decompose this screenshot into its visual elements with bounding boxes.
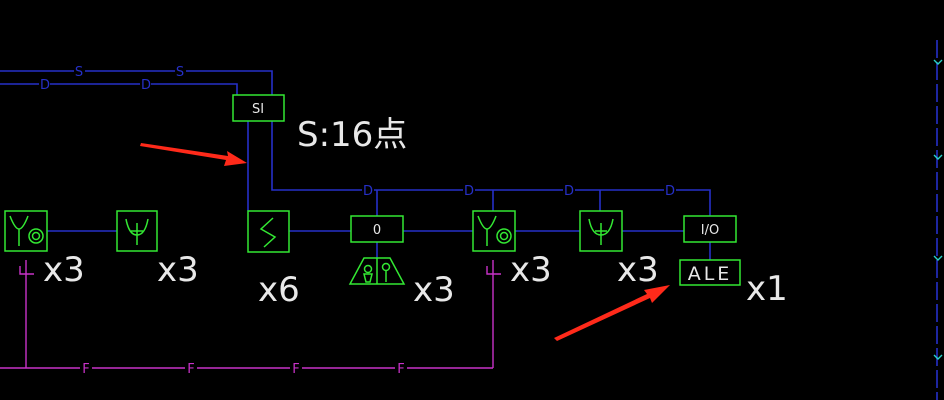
- devices: SI 0: [4, 94, 741, 286]
- wire-label-s1: S: [75, 65, 83, 80]
- wire-label-d3: D: [564, 184, 574, 199]
- d-line-top: [0, 83, 238, 95]
- si-to-d-bus-wire: [271, 121, 711, 216]
- wire-label-f2: F: [187, 362, 194, 377]
- count-emergency: x3: [413, 270, 455, 310]
- wire-labels: S S D D D D D D F F F F: [39, 64, 676, 377]
- count-socket-left: x3: [157, 250, 199, 290]
- annotation-arrows: [140, 143, 670, 341]
- edge-markers: [933, 59, 943, 360]
- wire-label-f3: F: [292, 362, 299, 377]
- ale-box-label: ALE: [688, 263, 733, 285]
- edge-marker-2: [933, 154, 943, 160]
- red-arrow-icon: [140, 143, 247, 166]
- count-phone-right: x3: [510, 250, 552, 290]
- wire-label-f4: F: [397, 362, 404, 377]
- count-ale: x1: [746, 269, 788, 309]
- io-box-label: I/O: [701, 223, 719, 238]
- fire-tee-right: [486, 266, 501, 275]
- s-line: [0, 70, 273, 95]
- zero-box[interactable]: 0: [350, 215, 404, 243]
- wire-label-f1: F: [82, 362, 89, 377]
- wire-label-d1: D: [363, 184, 373, 199]
- phone-data-socket-icon: [4, 210, 48, 252]
- wire-label-d-top2: D: [141, 78, 151, 93]
- io-box[interactable]: I/O: [683, 215, 737, 243]
- zero-box-label: 0: [373, 223, 381, 238]
- wire-label-d4: D: [665, 184, 675, 199]
- si-box[interactable]: SI: [232, 94, 285, 122]
- points-label: S:16点: [297, 115, 407, 155]
- blue-wiring: [0, 40, 938, 400]
- count-labels: S:16点 x3 x3 x6 x3 x3 x3 x1: [43, 115, 788, 310]
- wire-label-d-top1: D: [40, 78, 50, 93]
- tv-socket-icon: [579, 210, 623, 252]
- count-switch: x6: [258, 270, 300, 310]
- emergency-call-icon: [348, 257, 406, 285]
- phone-data-socket-icon: [472, 210, 516, 252]
- tv-socket-icon: [116, 210, 158, 252]
- s-switch-icon: [247, 210, 290, 253]
- wire-label-s2: S: [176, 65, 184, 80]
- red-arrow-icon: [554, 285, 670, 341]
- ale-box[interactable]: ALE: [679, 259, 741, 286]
- edge-marker-3: [933, 255, 943, 261]
- count-socket-right: x3: [617, 250, 659, 290]
- edge-marker-1: [933, 59, 943, 65]
- edge-marker-4: [933, 354, 943, 360]
- count-phone-left: x3: [43, 250, 85, 290]
- si-box-label: SI: [252, 102, 264, 117]
- wire-label-d2: D: [464, 184, 474, 199]
- fire-tee-left: [19, 266, 34, 275]
